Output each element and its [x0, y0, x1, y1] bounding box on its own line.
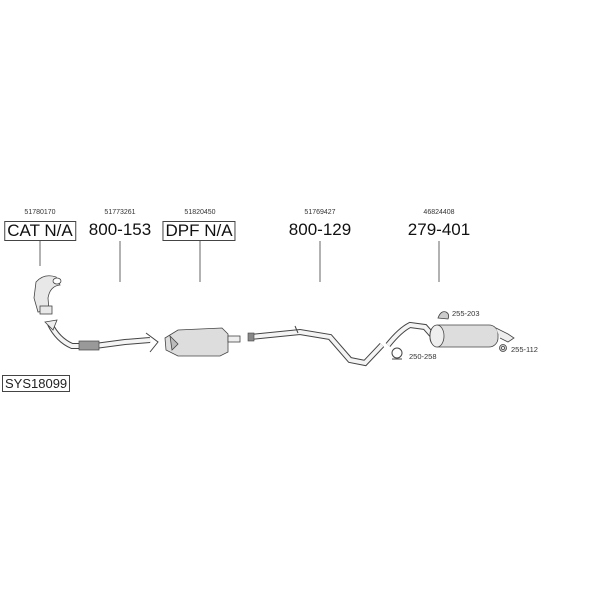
part-label-middle-pipe[interactable]: 800-129: [288, 220, 352, 239]
part-oe-number-middle-pipe: 51769427: [304, 209, 336, 216]
rear-silencer-drawing: [385, 321, 515, 348]
part-oe-number-dpf: 51820450: [184, 209, 216, 216]
clamp-250-258-icon: [391, 347, 403, 360]
part-label-dpf[interactable]: DPF N/A: [162, 221, 236, 241]
part-oe-number-cat: 51780170: [24, 209, 56, 216]
front-pipe-drawing: [44, 319, 159, 353]
part-oe-number-front-pipe: 51773261: [104, 209, 136, 216]
leader-lines: [39, 241, 440, 282]
part-label-cat[interactable]: CAT N/A: [4, 221, 76, 241]
accessory-label-255-112[interactable]: 255-112: [511, 345, 538, 354]
part-label-front-pipe[interactable]: 800-153: [88, 220, 152, 239]
accessory-label-250-258[interactable]: 250-258: [409, 352, 437, 361]
rubber-mount-255-203-icon: [437, 311, 450, 320]
part-label-rear-silencer[interactable]: 279-401: [407, 220, 471, 239]
part-oe-number-rear-silencer: 46824408: [423, 209, 455, 216]
rubber-ring-255-112-icon: [499, 344, 507, 352]
dpf-drawing: [164, 327, 241, 357]
accessory-label-255-203[interactable]: 255-203: [452, 309, 480, 318]
system-code: SYS18099: [2, 375, 71, 392]
catalytic-converter-drawing: [33, 275, 62, 315]
middle-pipe-drawing: [247, 325, 385, 367]
